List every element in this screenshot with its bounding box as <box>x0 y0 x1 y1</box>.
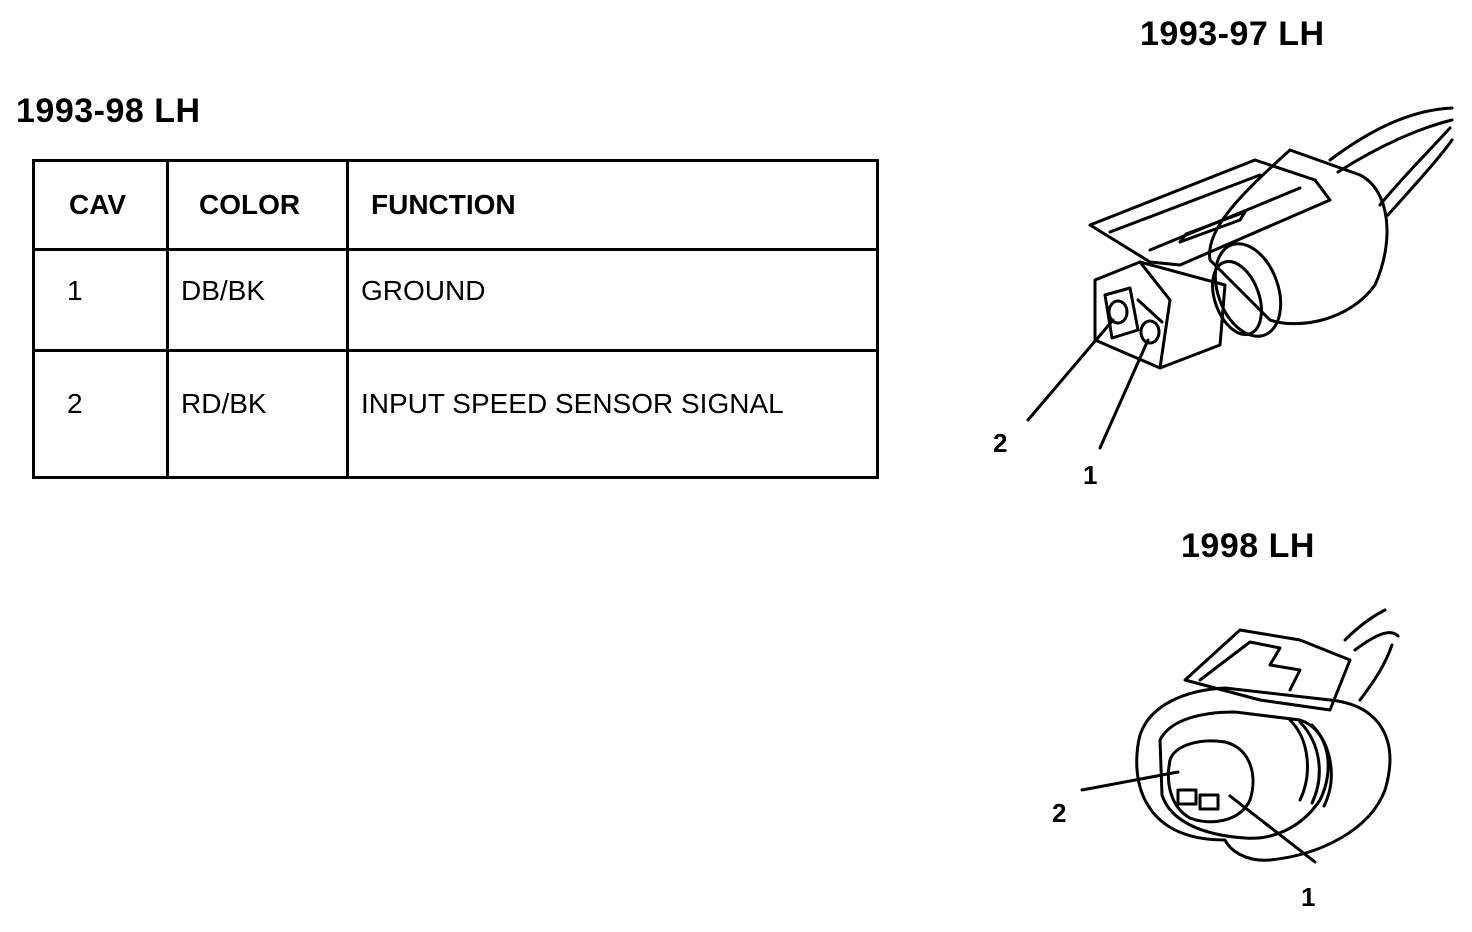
header-function: FUNCTION <box>346 159 879 251</box>
header-cav: CAV <box>32 159 169 251</box>
connector-a-title: 1993-97 LH <box>1140 15 1325 53</box>
connector-b-callout-1: 1 <box>1301 882 1316 912</box>
connector-a-drawing <box>1026 106 1454 450</box>
table-row: 2 RD/BK INPUT SPEED SENSOR SIGNAL <box>32 349 879 479</box>
main-title: 1993-98 LH <box>16 92 201 130</box>
header-color: COLOR <box>166 159 349 251</box>
connector-b-title: 1998 LH <box>1181 527 1315 565</box>
cell-color: RD/BK <box>166 349 349 479</box>
connector-a-callout-1: 1 <box>1083 460 1098 490</box>
connector-a-callout-2: 2 <box>993 428 1008 458</box>
pinout-table: CAV COLOR FUNCTION 1 DB/BK GROUND 2 RD/B… <box>32 159 879 479</box>
cell-function: INPUT SPEED SENSOR SIGNAL <box>346 349 879 479</box>
cell-cav: 2 <box>32 349 169 479</box>
cell-cav: 1 <box>32 248 169 352</box>
connector-b-drawing <box>1080 608 1400 864</box>
cell-color: DB/BK <box>166 248 349 352</box>
table-header-row: CAV COLOR FUNCTION <box>32 159 879 251</box>
table-row: 1 DB/BK GROUND <box>32 248 879 352</box>
cell-function: GROUND <box>346 248 879 352</box>
connector-b-callout-2: 2 <box>1052 798 1067 828</box>
